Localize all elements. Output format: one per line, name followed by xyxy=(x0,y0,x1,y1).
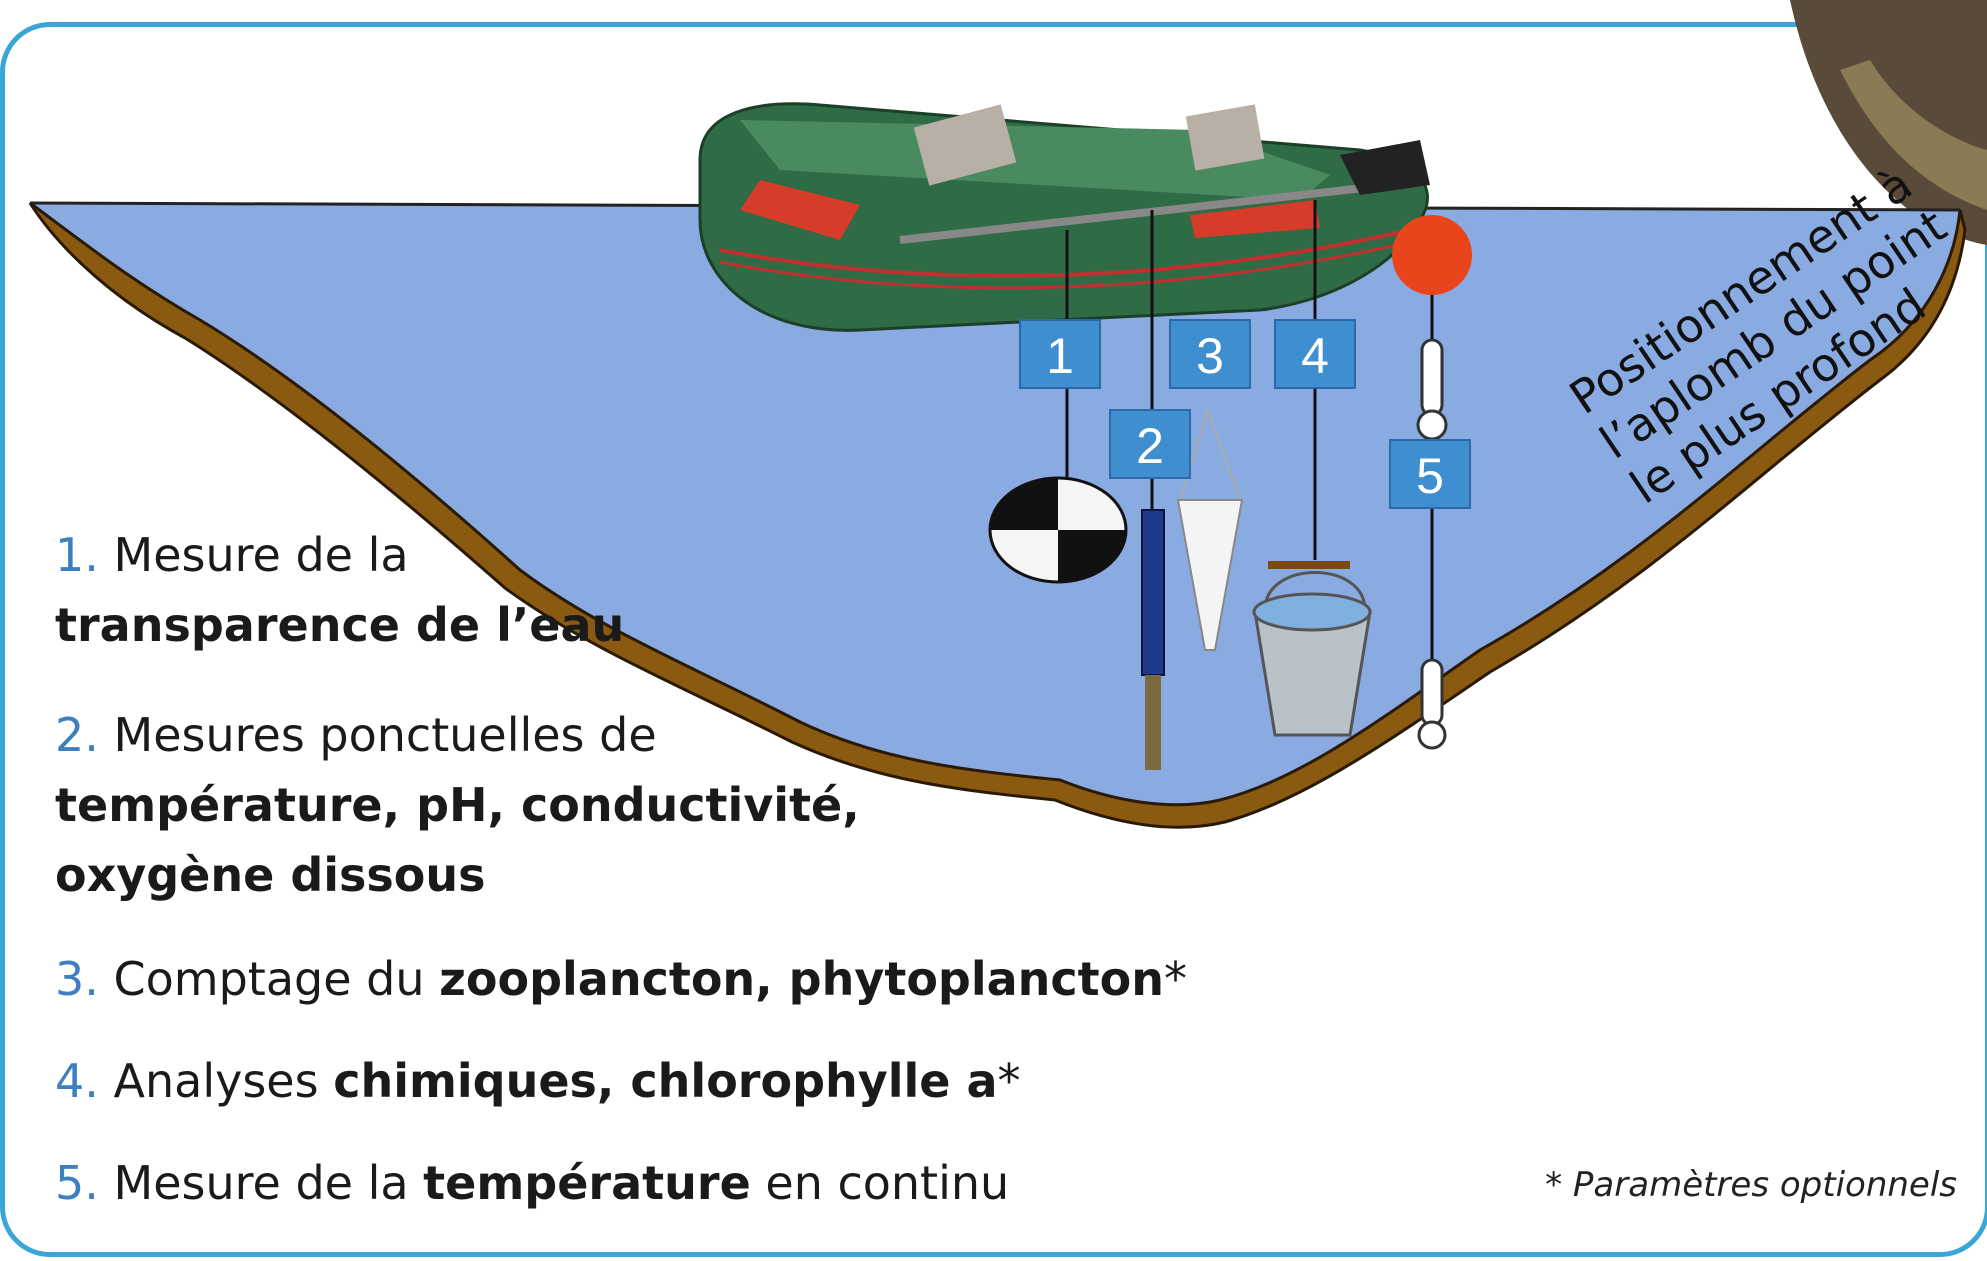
legend-text-4a: Analyses xyxy=(98,1054,334,1108)
legend-text-2c: oxygène dissous xyxy=(55,848,486,902)
marker-1: 1 xyxy=(1019,319,1101,389)
legend-item-2: 2. Mesures ponctuelles de température, p… xyxy=(55,700,860,910)
marker-label-3: 3 xyxy=(1196,328,1224,384)
marker-5: 5 xyxy=(1389,439,1471,509)
legend-text-3b: zooplancton, phytoplancton xyxy=(439,952,1165,1006)
legend-item-4: 4. Analyses chimiques, chlorophylle a* xyxy=(55,1046,1021,1116)
legend-num-5: 5. xyxy=(55,1156,99,1210)
legend-num-1: 1. xyxy=(55,528,99,582)
multiparameter-probe xyxy=(1141,509,1165,770)
buoy-thermometer xyxy=(1392,215,1472,750)
lake-water xyxy=(30,203,1960,805)
footnote: * Paramètres optionnels xyxy=(1545,1165,1957,1205)
marker-label-2: 2 xyxy=(1136,418,1164,474)
secchi-disk xyxy=(988,476,1128,584)
legend-text-5c: en continu xyxy=(750,1156,1010,1210)
legend-text-4c: * xyxy=(997,1054,1021,1108)
legend-num-4: 4. xyxy=(55,1054,99,1108)
legend-num-3: 3. xyxy=(55,952,99,1006)
marker-label-1: 1 xyxy=(1046,328,1074,384)
marker-4: 4 xyxy=(1274,319,1356,389)
legend-text-4b: chimiques, chlorophylle a xyxy=(333,1054,998,1108)
inflatable-boat xyxy=(698,102,1430,332)
marker-label-4: 4 xyxy=(1301,328,1329,384)
legend-text-2a: Mesures ponctuelles de xyxy=(98,708,657,762)
legend-text-5b: température xyxy=(423,1156,751,1210)
marker-label-5: 5 xyxy=(1416,448,1444,504)
legend-item-3: 3. Comptage du zooplancton, phytoplancto… xyxy=(55,944,1187,1014)
marker-2: 2 xyxy=(1109,409,1191,479)
marker-3: 3 xyxy=(1169,319,1251,389)
photo-corner-detail xyxy=(1840,60,1987,210)
legend-text-5a: Mesure de la xyxy=(98,1156,424,1210)
plankton-net xyxy=(1176,406,1244,651)
legend-item-1: 1. Mesure de la transparence de l’eau xyxy=(55,520,624,660)
legend-num-2: 2. xyxy=(55,708,99,762)
legend-text-3a: Comptage du xyxy=(98,952,440,1006)
lake-bank xyxy=(28,201,1967,829)
legend-text-3c: * xyxy=(1164,952,1188,1006)
legend-item-5: 5. Mesure de la température en continu xyxy=(55,1148,1009,1218)
legend-text-1a: Mesure de la xyxy=(98,528,409,582)
legend-text-1b: transparence de l’eau xyxy=(55,598,625,652)
legend-text-2b: température, pH, conductivité, xyxy=(55,778,860,832)
sampling-bucket xyxy=(1252,561,1372,737)
